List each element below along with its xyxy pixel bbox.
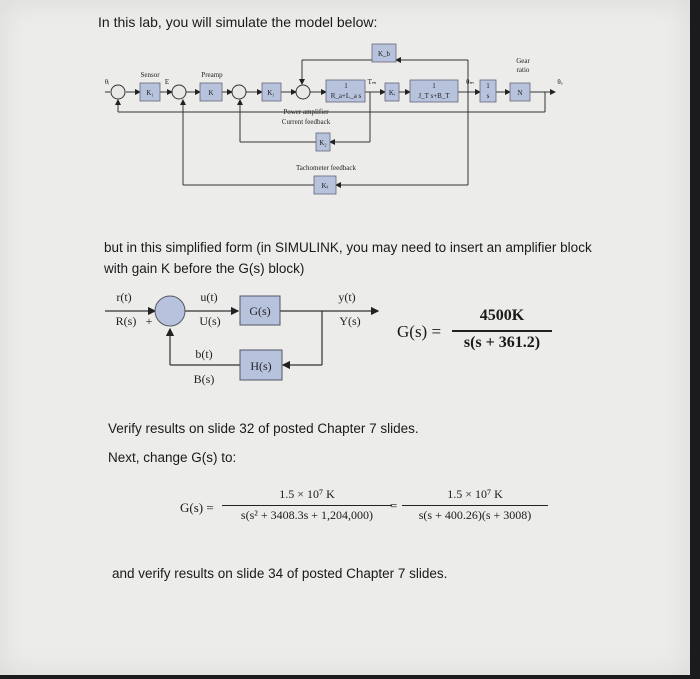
e-label: E (165, 78, 169, 86)
n-label: N (517, 89, 522, 97)
y-upper-label: Y(s) (339, 314, 360, 328)
kf-label: K₁ (267, 89, 275, 97)
eq2-lhs: G(s) = (180, 500, 214, 515)
motor-block (325, 79, 366, 103)
integ-den: s (487, 92, 490, 100)
load-block (409, 79, 459, 103)
motor-den: R_a+L_a s (331, 92, 362, 100)
kb-label: K_b (378, 50, 391, 58)
sensor-block (139, 82, 161, 102)
summing-junction (154, 295, 186, 327)
ki-label: Kᵢ (389, 89, 396, 97)
eq2-fraction-bar-2 (402, 505, 548, 506)
eq2-fraction-bar-1 (222, 505, 392, 506)
eq1-denominator: s(s + 361.2) (463, 334, 541, 351)
eq2-equals: = (390, 498, 398, 513)
current-feedback-label: Current feedback (282, 118, 331, 126)
document-page: In this lab, you will simulate the model… (0, 0, 690, 675)
sensor-label: Sensor (140, 71, 160, 79)
gear-label-1: Gear (516, 57, 530, 65)
plus-sign: + (146, 314, 153, 328)
eq1-fraction-bar (452, 330, 552, 332)
verify-text-1: Verify results on slide 32 of posted Cha… (108, 421, 419, 436)
gear-label-2: ratio (517, 66, 530, 74)
r-upper-label: R(s) (116, 314, 137, 328)
k2-label: K₂ (319, 139, 327, 147)
eq2-denominator-1: s(s² + 3408.3s + 1,204,000) (240, 508, 374, 522)
theta-m-label: θₘ (466, 78, 474, 86)
tach-label: Tachometer feedback (296, 164, 356, 172)
integ-num: 1 (486, 82, 490, 90)
load-num: 1 (432, 82, 436, 90)
g-block (239, 295, 281, 326)
theta-o-label: θₒ (557, 78, 562, 86)
load-den: J_T s+B_T (418, 92, 450, 100)
sum-junction-3 (231, 84, 247, 100)
u-lower-label: u(t) (200, 290, 217, 304)
k1-label: K₁ (146, 89, 154, 97)
paragraph-line-1: but in this simplified form (in SIMULINK… (104, 240, 592, 255)
eq1-numerator: 4500K (479, 307, 525, 324)
ki-block (384, 82, 400, 102)
y-lower-label: y(t) (338, 290, 355, 304)
kt-label: Kₜ (321, 182, 328, 190)
h-block (239, 349, 283, 381)
power-amp-label: Power amplifier (283, 108, 329, 116)
theta-in-label: θᵢ (105, 78, 110, 86)
paragraph-line-2: with gain K before the G(s) block) (104, 261, 305, 276)
b-upper-label: B(s) (194, 372, 215, 386)
motor-num: 1 (344, 82, 348, 90)
preamp-block (199, 82, 223, 102)
eq2-numerator-2: 1.5 × 10⁷ K (447, 487, 503, 501)
gear-block (509, 82, 531, 102)
eq2-denominator-2: s(s + 400.26)(s + 3008) (418, 508, 532, 522)
k2-block (315, 132, 331, 152)
u-upper-label: U(s) (199, 314, 220, 328)
tm-label: Tₘ (368, 78, 377, 86)
k-label: K (208, 89, 213, 97)
kb-block (371, 43, 397, 63)
kf-block (261, 82, 282, 102)
h-block-label: H(s) (250, 359, 271, 373)
block-diagram-full: K₁ K K₁ 1 R_a+L_a s Kᵢ 1 J_T s+B_T 1 s N… (105, 43, 563, 195)
sum-junction-1 (110, 84, 126, 100)
eq1-lhs: G(s) = (397, 322, 442, 341)
eq2-numerator-1: 1.5 × 10⁷ K (279, 487, 335, 501)
sum-junction-2 (171, 84, 187, 100)
preamp-label: Preamp (201, 71, 223, 79)
integrator-block (479, 79, 497, 103)
sum-junction-4 (295, 84, 311, 100)
g-block-label: G(s) (249, 304, 270, 318)
next-text: Next, change G(s) to: (108, 450, 237, 465)
r-lower-label: r(t) (116, 290, 131, 304)
b-lower-label: b(t) (195, 347, 212, 361)
verify-text-2: and verify results on slide 34 of posted… (112, 566, 448, 581)
kt-block (313, 175, 337, 195)
intro-text: In this lab, you will simulate the model… (98, 14, 378, 30)
